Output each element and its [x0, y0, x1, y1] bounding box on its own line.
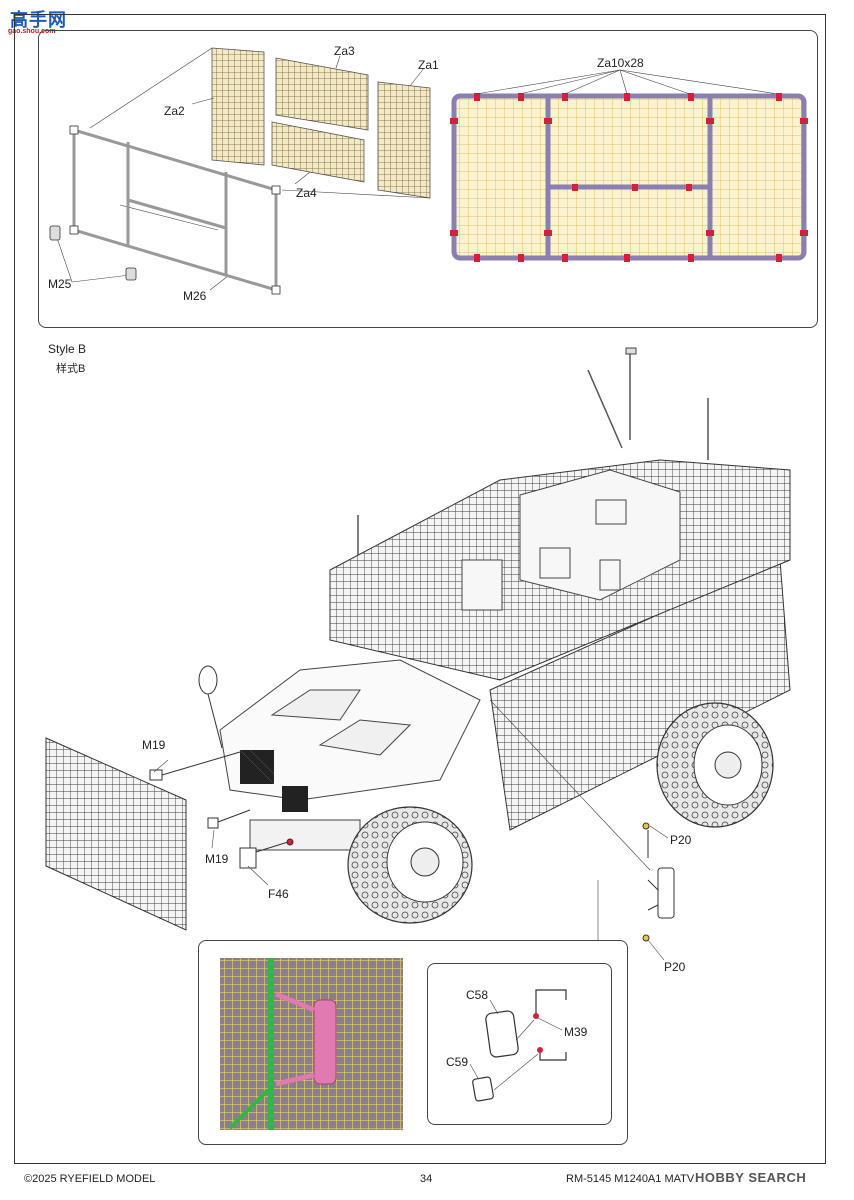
label-p20-bottom: P20 — [664, 960, 686, 974]
label-m19-bottom: M19 — [205, 852, 229, 866]
mesh-panel-za4 — [271, 121, 365, 183]
watermark-url: gao.shou.com — [8, 28, 56, 35]
label-za4: Za4 — [296, 186, 317, 200]
label-za3: Za3 — [334, 44, 355, 58]
wheel-front — [347, 806, 473, 924]
assembled-mesh-frame — [450, 69, 808, 262]
watermark-logo: 高手网 gao.shou.com — [6, 6, 76, 36]
footer-page-number: 34 — [420, 1173, 433, 1185]
label-c58: C58 — [466, 988, 489, 1002]
bracket-m19 — [149, 751, 251, 829]
turret — [461, 469, 681, 611]
part-f46 — [239, 838, 294, 869]
part-p20 — [642, 822, 675, 942]
label-m19-top: M19 — [142, 738, 166, 752]
style-title: Style B — [48, 342, 87, 356]
label-m39: M39 — [564, 1025, 588, 1039]
label-za2: Za2 — [164, 104, 185, 118]
detail-parts-box — [427, 963, 612, 1125]
watermark-corner: HOBBY SEARCH — [695, 1170, 807, 1185]
hood — [219, 659, 481, 801]
label-za1: Za1 — [418, 58, 439, 72]
side-mirror — [198, 665, 223, 749]
style-subtitle: 样式B — [56, 363, 86, 375]
wheel-rear — [656, 702, 774, 828]
page-frame — [14, 14, 826, 1164]
label-m25: M25 — [48, 277, 72, 291]
vehicle-illustration — [45, 347, 791, 960]
mesh-panel-za3 — [275, 57, 369, 131]
watermark-logo-text: 高手网 — [10, 10, 67, 30]
footer-model-code: RM-5145 M1240A1 MATV — [566, 1173, 695, 1185]
top-assembly-panel — [38, 30, 818, 328]
label-c59: C59 — [446, 1055, 469, 1069]
label-p20-top: P20 — [670, 833, 692, 847]
mesh-panel-za2 — [211, 47, 265, 166]
footer-copyright: ©2025 RYEFIELD MODEL — [24, 1173, 156, 1185]
label-za10x28: Za10x28 — [597, 56, 644, 70]
front-mesh-panel — [45, 737, 187, 931]
label-m26: M26 — [183, 289, 207, 303]
front-bumper — [249, 819, 361, 851]
front-grille — [239, 749, 308, 812]
top-panel-illustration — [49, 47, 808, 295]
label-f46: F46 — [268, 887, 289, 901]
clip-m25 — [49, 225, 137, 281]
mirror-bracket-pink — [275, 991, 337, 1087]
